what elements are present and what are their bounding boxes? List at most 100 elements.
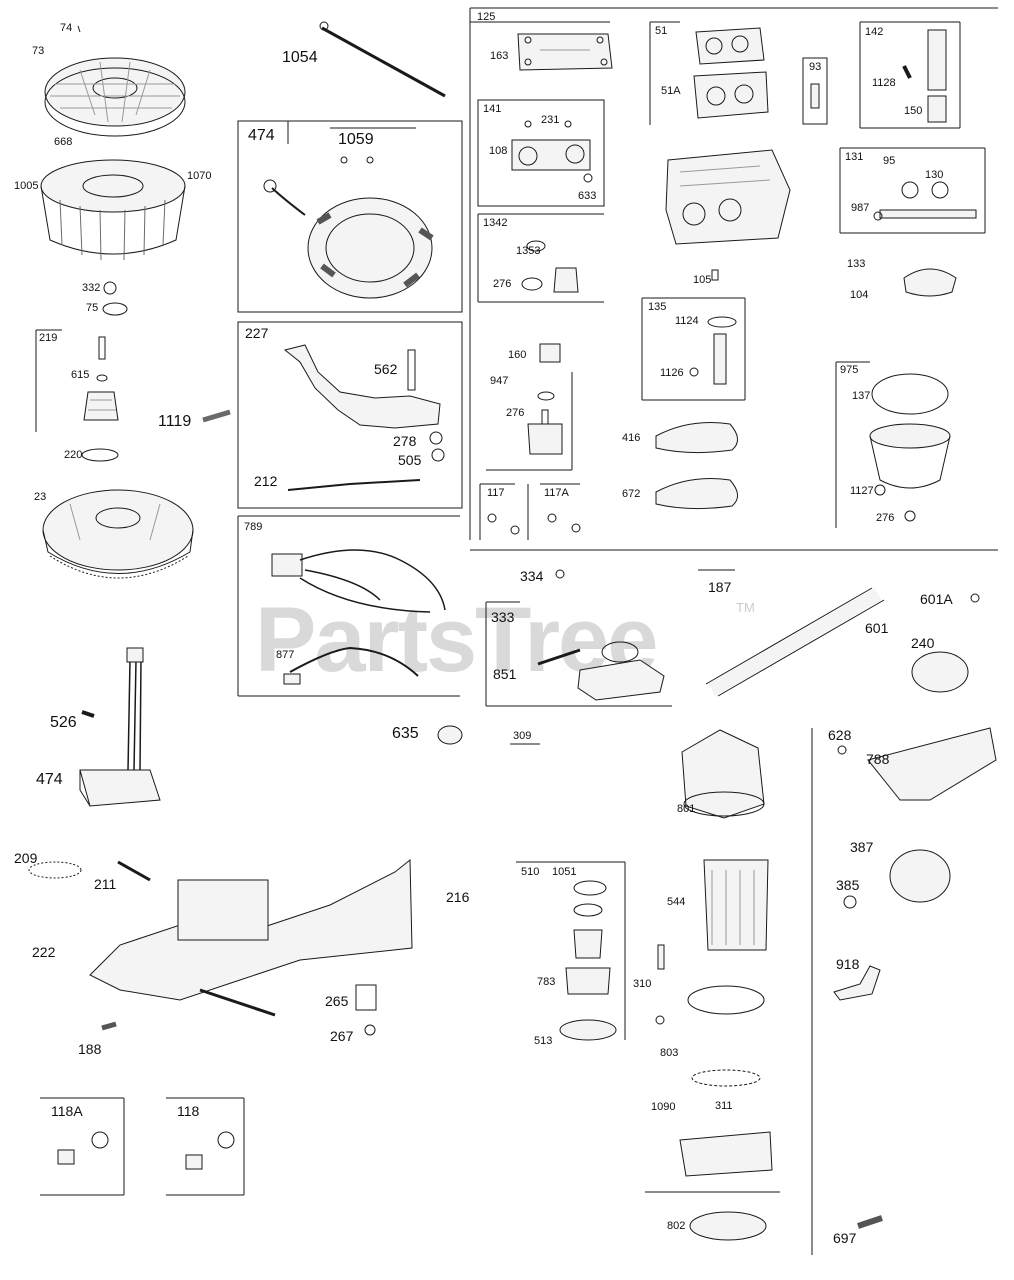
part-947[interactable] (527, 391, 563, 455)
callout-474-alternator[interactable]: 474 (248, 127, 275, 144)
callout-697[interactable]: 697 (833, 1230, 857, 1246)
part-governor-linkage[interactable] (28, 858, 413, 1036)
callout-1128[interactable]: 1128 (872, 77, 896, 89)
part-tube-601[interactable] (705, 587, 980, 697)
callout-231[interactable]: 231 (541, 114, 560, 126)
part-alternator[interactable] (263, 156, 434, 299)
callout-802[interactable]: 802 (667, 1220, 686, 1232)
callout-1119[interactable]: 1119 (158, 413, 192, 430)
callout-93[interactable]: 93 (809, 61, 822, 73)
callout-240[interactable]: 240 (911, 635, 935, 651)
callout-803[interactable]: 803 (660, 1047, 679, 1059)
part-1342[interactable] (521, 240, 579, 293)
part-333[interactable] (537, 569, 665, 701)
callout-133[interactable]: 133 (847, 258, 866, 270)
callout-975[interactable]: 975 (840, 364, 859, 376)
callout-672[interactable]: 672 (622, 488, 641, 500)
callout-510[interactable]: 510 (521, 866, 540, 878)
callout-601a[interactable]: 601A (920, 591, 953, 607)
callout-74[interactable]: 74 (60, 22, 73, 34)
callout-526[interactable]: 526 (50, 714, 77, 731)
callout-1353[interactable]: 1353 (516, 245, 541, 257)
part-118a[interactable] (57, 1131, 109, 1165)
part-gasket-416[interactable] (655, 422, 738, 454)
callout-212[interactable]: 212 (254, 473, 278, 489)
callout-276-c[interactable]: 276 (876, 512, 895, 524)
callout-851[interactable]: 851 (493, 666, 517, 682)
callout-332[interactable]: 332 (82, 282, 101, 294)
part-starter-drive[interactable] (559, 880, 617, 1041)
callout-334[interactable]: 334 (520, 568, 544, 584)
callout-1090[interactable]: 1090 (651, 1101, 676, 1113)
callout-95[interactable]: 95 (883, 155, 896, 167)
part-135[interactable] (689, 316, 737, 385)
callout-104[interactable]: 104 (850, 289, 869, 301)
callout-416[interactable]: 416 (622, 432, 641, 444)
callout-278[interactable]: 278 (393, 433, 417, 449)
callout-209[interactable]: 209 (14, 850, 38, 866)
callout-219[interactable]: 219 (39, 332, 58, 344)
callout-163[interactable]: 163 (490, 50, 509, 62)
callout-385[interactable]: 385 (836, 877, 860, 893)
callout-150[interactable]: 150 (904, 105, 923, 117)
part-918[interactable] (833, 965, 881, 1001)
part-starter-clutch[interactable] (81, 336, 231, 462)
part-141[interactable] (511, 120, 593, 183)
callout-130[interactable]: 130 (925, 169, 944, 181)
part-117a[interactable] (547, 513, 581, 533)
part-control-bracket[interactable] (283, 344, 445, 491)
callout-513[interactable]: 513 (534, 1035, 553, 1047)
part-788[interactable] (837, 727, 997, 801)
callout-387[interactable]: 387 (850, 839, 874, 855)
part-160[interactable] (539, 343, 561, 363)
callout-1051[interactable]: 1051 (552, 866, 577, 878)
callout-108[interactable]: 108 (489, 145, 508, 157)
callout-1054[interactable]: 1054 (282, 49, 318, 66)
callout-1070[interactable]: 1070 (187, 170, 212, 182)
callout-918[interactable]: 918 (836, 956, 860, 972)
part-gasket-51[interactable] (693, 27, 769, 119)
callout-276-a[interactable]: 276 (493, 278, 512, 290)
part-wiring-harness[interactable] (271, 549, 446, 685)
callout-188[interactable]: 188 (78, 1041, 102, 1057)
callout-628[interactable]: 628 (828, 727, 852, 743)
part-93[interactable] (810, 83, 820, 109)
callout-135[interactable]: 135 (648, 301, 667, 313)
part-rotating-screen[interactable] (44, 25, 186, 137)
callout-211[interactable]: 211 (94, 876, 117, 892)
part-133[interactable] (903, 268, 957, 297)
callout-601[interactable]: 601 (865, 620, 889, 636)
part-air-cleaner[interactable] (869, 373, 951, 522)
callout-137[interactable]: 137 (852, 390, 871, 402)
part-118[interactable] (185, 1131, 235, 1170)
callout-142[interactable]: 142 (865, 26, 884, 38)
part-flywheel[interactable] (42, 489, 194, 579)
callout-474-module[interactable]: 474 (36, 771, 63, 788)
callout-1059[interactable]: 1059 (338, 131, 374, 148)
callout-1127[interactable]: 1127 (850, 485, 874, 497)
callout-131[interactable]: 131 (845, 151, 864, 163)
part-cable-tie[interactable] (319, 21, 446, 98)
callout-75[interactable]: 75 (86, 302, 99, 314)
callout-562[interactable]: 562 (374, 361, 398, 377)
callout-788[interactable]: 788 (866, 751, 890, 767)
callout-267[interactable]: 267 (330, 1028, 354, 1044)
callout-635[interactable]: 635 (392, 725, 419, 742)
callout-633[interactable]: 633 (578, 190, 597, 202)
callout-117a[interactable]: 117A (544, 487, 569, 499)
callout-801[interactable]: 801 (677, 803, 696, 815)
callout-23[interactable]: 23 (34, 491, 47, 503)
part-117[interactable] (487, 513, 520, 535)
callout-141[interactable]: 141 (483, 103, 502, 115)
callout-505[interactable]: 505 (398, 452, 422, 468)
part-131[interactable] (873, 181, 977, 221)
callout-789[interactable]: 789 (244, 521, 263, 533)
part-635[interactable] (437, 725, 463, 745)
part-fan[interactable] (40, 159, 186, 316)
callout-309[interactable]: 309 (513, 730, 532, 742)
part-cylinder-head[interactable] (665, 149, 791, 281)
callout-987[interactable]: 987 (851, 202, 870, 214)
callout-276-b[interactable]: 276 (506, 407, 525, 419)
callout-222[interactable]: 222 (32, 944, 56, 960)
callout-105[interactable]: 105 (693, 274, 712, 286)
